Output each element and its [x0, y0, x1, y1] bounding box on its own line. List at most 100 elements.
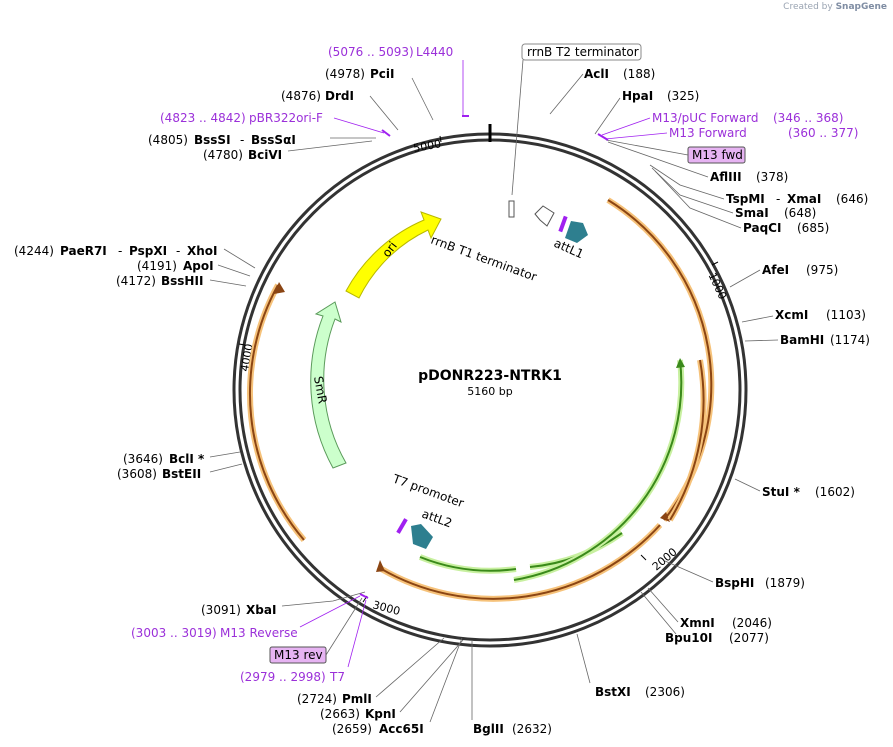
- attl2-feature[interactable]: [411, 524, 433, 549]
- site-bglII-pos: (2632): [512, 722, 552, 736]
- m13-rev-box-leader: [325, 597, 363, 656]
- xbaI-leader: [281, 591, 366, 607]
- site-bamHI-name: BamHI: [780, 333, 824, 347]
- aclI-leader: [549, 73, 584, 115]
- site-pciI-name: PciI: [370, 67, 395, 81]
- orf-outer-arrowhead: [660, 512, 670, 522]
- site-afeI-name: AfeI: [762, 263, 789, 277]
- xcmI-leader: [741, 315, 774, 323]
- drdI-leader: [369, 95, 399, 131]
- snapgene-watermark: Created by SnapGene: [783, 2, 887, 12]
- site-bamHI-pos: (1174): [830, 333, 870, 347]
- site-xcmI-name: XcmI: [775, 308, 808, 322]
- site-bstEII-name: BstEII: [162, 467, 201, 481]
- rrnb-t1-feature[interactable]: [534, 205, 555, 227]
- attl1-primer-mark: [558, 215, 568, 233]
- site-bstXI-pos: (2306): [645, 685, 685, 699]
- site-kpnI-pos: (2663): [320, 707, 360, 721]
- primer-m13-fwd-range: (360 .. 377): [788, 126, 858, 140]
- site-paqCI-pos: (685): [797, 221, 829, 235]
- kpnI-leader: [399, 639, 464, 713]
- attl2-primer-mark: [396, 518, 408, 534]
- site-bssSalphaI-name: BssSαI: [251, 133, 296, 147]
- site-paeR7I-name: PaeR7I: [60, 244, 107, 258]
- attl1-feature[interactable]: [565, 221, 588, 243]
- stuI-leader: [734, 478, 761, 492]
- site-smaI-pos: (648): [784, 206, 816, 220]
- site-apoI-name: ApoI: [183, 259, 214, 273]
- m13-fwd-box-leader: [605, 139, 689, 156]
- orf-lower-arrowhead: [376, 560, 385, 572]
- site-xcmI-pos: (1103): [826, 308, 866, 322]
- site-afeI-pos: (975): [806, 263, 838, 277]
- site-xmaI-name: XmaI: [787, 192, 821, 206]
- pciI-leader: [411, 77, 434, 121]
- site-xhoI-name: XhoI: [187, 244, 218, 258]
- smaI-leader: [651, 167, 734, 214]
- bspHI-leader: [664, 560, 714, 583]
- site-pmlI-name: PmlI: [342, 692, 372, 706]
- site-bglII-name: BglII: [473, 722, 504, 736]
- rrnb-t2-feature[interactable]: [508, 200, 515, 218]
- rrnb-t2-leader: [511, 59, 524, 196]
- site-paeR7I-pos: (4244): [14, 244, 54, 258]
- site-bstEII-pos: (3608): [117, 467, 157, 481]
- primer-t7-name: T7: [329, 670, 345, 684]
- t7-primer-leader: [347, 599, 367, 668]
- smr-label: SmR: [311, 375, 330, 405]
- tick-2000-mark: [640, 554, 647, 561]
- bciVI-leader: [287, 140, 373, 152]
- site-bclI-pos: (3646): [123, 452, 163, 466]
- green-orf-a[interactable]: [419, 556, 517, 572]
- site-bssHII-name: BssHII: [161, 274, 203, 288]
- orf-left-arc[interactable]: [248, 284, 305, 541]
- orf-inner-arc[interactable]: [669, 359, 705, 521]
- smr-feature[interactable]: [310, 301, 347, 469]
- site-tspMI-pos: (646): [836, 192, 868, 206]
- apoI-leader: [217, 264, 251, 277]
- bamHI-leader: [744, 339, 779, 342]
- green-orf-c-halo: [513, 359, 685, 583]
- green-orf-c[interactable]: [513, 359, 683, 581]
- site-aflIII-pos: (378): [756, 170, 788, 184]
- bclI-leader: [209, 451, 241, 458]
- site-tspMI-sep: -: [776, 192, 780, 206]
- tick-4000-mark: [238, 343, 246, 346]
- rrnb-t2-box: [521, 43, 642, 61]
- attl2-label: attL2: [420, 507, 454, 531]
- primer-m13-reverse-range: (3003 .. 3019): [131, 626, 217, 640]
- primer-l4440-range: (5076 .. 5093): [328, 45, 414, 59]
- tick-1000-mark: [711, 261, 719, 266]
- site-paqCI-name: PaqCI: [743, 221, 781, 235]
- ori-feature[interactable]: [345, 211, 442, 299]
- site-hpaI-pos: (325): [667, 89, 699, 103]
- primer-pbr322ori-f-name: pBR322ori-F: [249, 111, 323, 125]
- primer-m13-reverse-name: M13 Reverse: [220, 626, 298, 640]
- site-xmnI-name: XmnI: [680, 616, 715, 630]
- rrnb-t1-label: rrnB T1 terminator: [429, 233, 539, 284]
- rrnb-t2-label: rrnB T2 terminator: [527, 45, 639, 59]
- site-aclI-pos: (188): [623, 67, 655, 81]
- site-stuI-pos: (1602): [815, 485, 855, 499]
- site-bssSI-sep: -: [240, 133, 244, 147]
- bpu10I-leader: [640, 591, 677, 635]
- site-apoI-pos: (4191): [137, 259, 177, 273]
- site-acc65I-name: Acc65I: [379, 722, 424, 736]
- orf-left-arrowhead: [274, 282, 285, 294]
- m13-primer-mark: [597, 133, 609, 141]
- aflIII-leader: [607, 141, 709, 178]
- site-hpaI-name: HpaI: [622, 89, 653, 103]
- site-aclI-name: AclI: [584, 67, 609, 81]
- site-bssHII-pos: (4172): [116, 274, 156, 288]
- acc65I-leader: [429, 637, 463, 723]
- xmnI-leader: [647, 587, 679, 623]
- tick-3000: 3000: [371, 598, 401, 618]
- t7-promoter-label: T7 promoter: [390, 471, 466, 510]
- primer-t7-range: (2979 .. 2998): [240, 670, 326, 684]
- site-bspHI-name: BspHI: [715, 576, 754, 590]
- orf-lower-arc[interactable]: [377, 524, 661, 600]
- site-bciVI-name: BciVI: [248, 148, 282, 162]
- site-bpu10I-pos: (2077): [729, 631, 769, 645]
- site-paeR7I-sep2: -: [176, 244, 180, 258]
- site-stuI-name: StuI *: [762, 485, 801, 499]
